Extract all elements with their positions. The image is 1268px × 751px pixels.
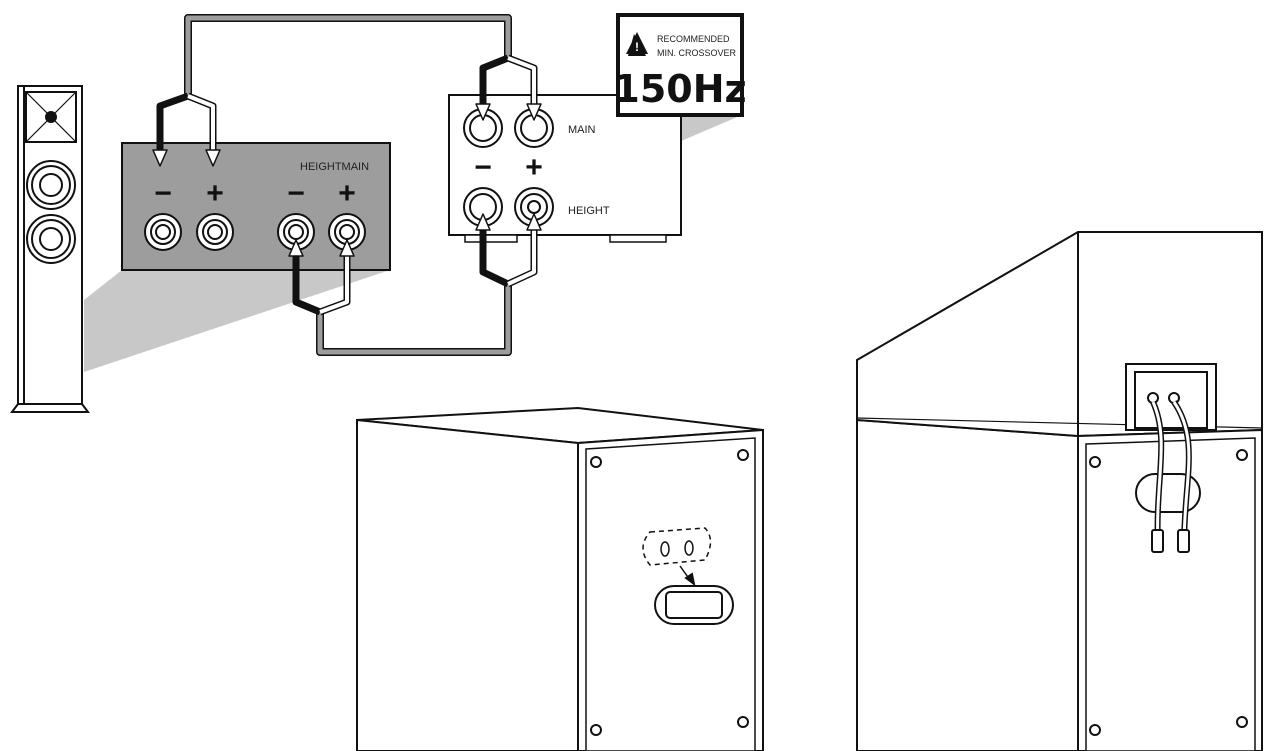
- amp-terminal-panel: − + MAIN HEIGHT: [448, 94, 682, 243]
- height-minus-sign: −: [154, 177, 172, 210]
- screw-icon: [1089, 724, 1101, 736]
- crossover-line2: MIN. CROSSOVER: [657, 48, 737, 58]
- amp-height-label: HEIGHT: [568, 205, 610, 217]
- height-minus-terminal: [144, 213, 182, 251]
- main-plus-sign: +: [338, 177, 356, 210]
- amp-main-minus-terminal: [463, 108, 503, 148]
- amp-height-plus-terminal: [514, 187, 554, 227]
- screw-icon: [590, 456, 602, 468]
- amp-main-label: MAIN: [568, 124, 596, 136]
- screw-icon: [590, 724, 602, 736]
- screw-icon: [1236, 716, 1248, 728]
- speaker-panel-heading: HEIGHTMAIN: [300, 161, 369, 173]
- tower-speaker-icon: [10, 85, 90, 413]
- main-minus-sign: −: [287, 177, 305, 210]
- amp-minus-sign: −: [474, 151, 492, 184]
- amp-plus-sign: +: [525, 151, 543, 184]
- speaker-panel-callout: [84, 270, 390, 372]
- main-wire: [152, 14, 542, 167]
- screw-icon: [1236, 449, 1248, 461]
- main-plus-terminal: [328, 213, 366, 251]
- screw-icon: [737, 449, 749, 461]
- crossover-value: 150Hz: [613, 67, 746, 111]
- height-plus-terminal: [196, 213, 234, 251]
- speaker-rear-view-with-height-module: [856, 231, 1263, 751]
- height-plus-sign: +: [206, 177, 224, 210]
- crossover-line1: RECOMMENDED: [657, 34, 730, 44]
- height-wire: [288, 213, 542, 356]
- screw-icon: [1089, 456, 1101, 468]
- screw-icon: [737, 716, 749, 728]
- speaker-rear-view: [356, 406, 764, 751]
- crossover-badge: ! RECOMMENDED MIN. CROSSOVER 150Hz: [613, 13, 747, 117]
- svg-text:!: !: [635, 40, 639, 54]
- main-minus-terminal: [277, 213, 315, 251]
- speaker-terminal-panel: HEIGHTMAIN − + − +: [121, 142, 391, 271]
